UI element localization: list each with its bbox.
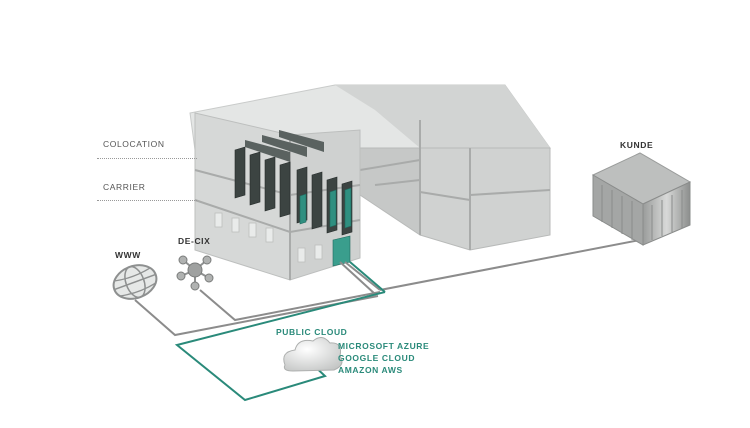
network-node-icon bbox=[176, 255, 214, 291]
connections bbox=[134, 239, 641, 337]
server-box-icon bbox=[591, 152, 692, 246]
public-cloud-label: PUBLIC CLOUD bbox=[276, 327, 348, 337]
cloud-provider-aws: AMAZON AWS bbox=[338, 365, 403, 375]
decix-label: DE-CIX bbox=[178, 236, 211, 246]
cloud-provider-azure: MICROSOFT AZURE bbox=[338, 341, 430, 351]
carrier-guide-line bbox=[97, 200, 197, 201]
building bbox=[189, 84, 551, 281]
colocation-guide-line bbox=[97, 158, 197, 159]
server-racks bbox=[234, 130, 353, 267]
www-label: WWW bbox=[115, 250, 141, 260]
carrier-label: CARRIER bbox=[103, 182, 146, 192]
cloud-provider-google: GOOGLE CLOUD bbox=[338, 353, 416, 363]
kunde-label: KUNDE bbox=[620, 140, 654, 150]
globe-icon bbox=[112, 264, 158, 300]
cloud-icon bbox=[283, 337, 343, 372]
colocation-label: COLOCATION bbox=[103, 139, 165, 149]
public-cloud-connection bbox=[174, 291, 386, 402]
